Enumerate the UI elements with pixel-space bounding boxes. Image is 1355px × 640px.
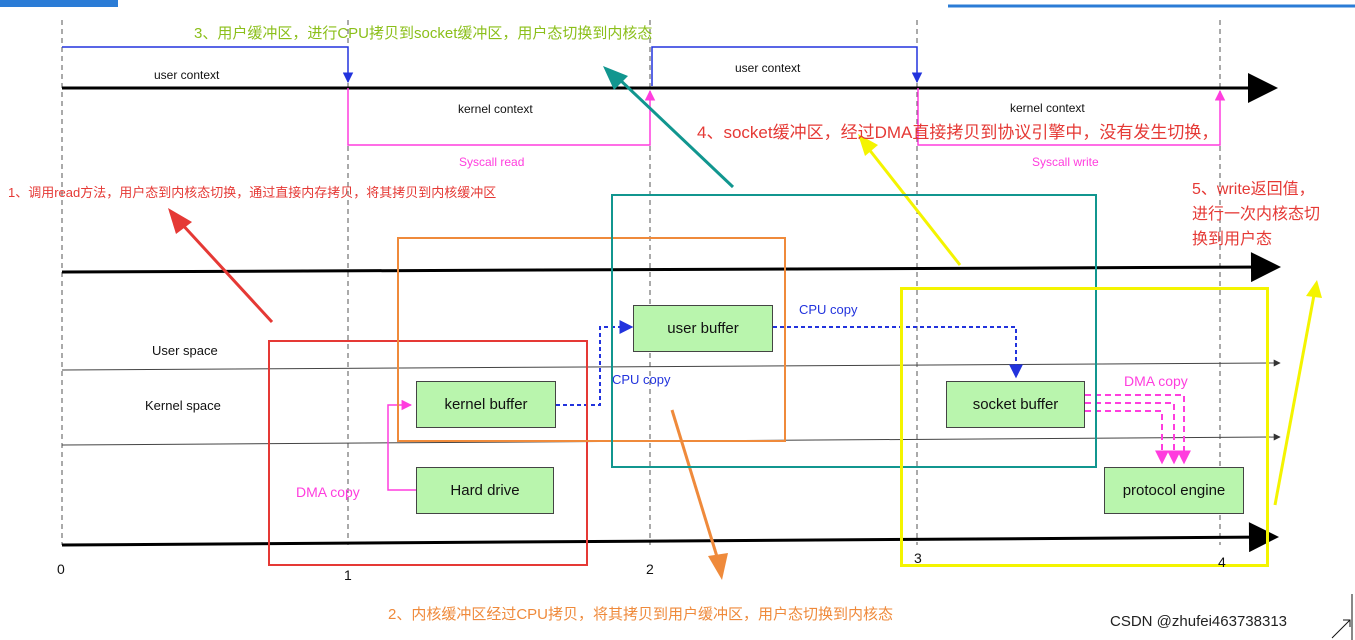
note-step5: 5、write返回值， 进行一次内核态切 换到用户态 xyxy=(1192,177,1320,252)
dma-copy-label-2: DMA copy xyxy=(1124,373,1188,389)
resize-icon xyxy=(1331,594,1353,640)
user-context-label-2: user context xyxy=(735,61,801,75)
cpu-copy-arrow-2 xyxy=(773,326,1023,379)
dma-copy-arrow-2 xyxy=(1085,394,1191,465)
kernel-context-label-2: kernel context xyxy=(1010,101,1085,115)
note-step5-line: 5、write返回值， xyxy=(1192,181,1315,198)
note-step5-line: 换到用户态 xyxy=(1192,231,1273,248)
protocol-engine-label: protocol engine xyxy=(1122,482,1226,499)
tick-label: 3 xyxy=(914,550,922,566)
user-context-label-1: user context xyxy=(154,68,220,82)
yellow-frame xyxy=(900,287,1269,567)
user-context-line-1 xyxy=(62,46,354,84)
note-step2: 2、内核缓冲区经过CPU拷贝，将其拷贝到用户缓冲区，用户态切换到内核态 xyxy=(388,606,894,623)
orange-frame xyxy=(397,237,786,442)
teal-frame xyxy=(611,194,1097,468)
note-step1: 1、调用read方法，用户态到内核态切换，通过直接内存拷贝，将其拷贝到内核缓冲区 xyxy=(8,185,497,200)
hard-drive-box: Hard drive xyxy=(416,467,554,514)
socket-buffer-label: socket buffer xyxy=(972,396,1059,413)
kernel-context-line-2 xyxy=(917,88,1226,146)
syscall-write-label: Syscall write xyxy=(1032,155,1099,169)
red-frame xyxy=(268,340,588,566)
syscall-read-label: Syscall read xyxy=(459,155,525,169)
kernel-buffer-label: kernel buffer xyxy=(444,396,528,413)
socket-buffer-box: socket buffer xyxy=(946,381,1085,428)
csdn-watermark: CSDN @zhufei463738313 xyxy=(1110,613,1288,630)
kernel-buffer-box: kernel buffer xyxy=(416,381,556,428)
note5-arrow xyxy=(1273,280,1322,506)
hard-drive-label: Hard drive xyxy=(450,482,520,499)
kernel-context-line-1 xyxy=(347,88,656,146)
tick-label: 0 xyxy=(57,561,65,577)
user-space-line xyxy=(61,359,1281,371)
tick-label: 4 xyxy=(1218,554,1226,570)
user-buffer-box: user buffer xyxy=(633,305,773,352)
cpu-copy-label-2: CPU copy xyxy=(612,372,671,387)
user-buffer-label: user buffer xyxy=(667,320,739,337)
cpu-copy-label-1: CPU copy xyxy=(799,302,858,317)
protocol-engine-box: protocol engine xyxy=(1104,467,1244,514)
note4-arrow xyxy=(858,134,962,266)
note3-arrow xyxy=(603,66,735,189)
dma-copy-label-1: DMA copy xyxy=(296,484,360,500)
cpu-copy-arrow-1 xyxy=(556,320,634,406)
top-left-bar xyxy=(0,0,118,7)
time-guides xyxy=(61,20,1221,545)
note2-arrow xyxy=(670,409,728,580)
note-step3: 3、用户缓冲区，进行CPU拷贝到socket缓冲区，用户态切换到内核态 xyxy=(194,25,653,42)
note-step5-line: 进行一次内核态切 xyxy=(1192,206,1321,223)
dma-copy-arrow-1 xyxy=(387,399,416,491)
middle-timeline xyxy=(61,252,1281,283)
note1-arrow xyxy=(168,208,274,324)
kernel-space-label: Kernel space xyxy=(145,398,221,413)
user-context-line-2 xyxy=(651,46,923,86)
kernel-context-label-1: kernel context xyxy=(458,102,533,116)
bottom-timeline xyxy=(61,522,1279,553)
tick-label: 2 xyxy=(646,561,654,577)
user-space-label: User space xyxy=(152,343,218,358)
note-step4: 4、socket缓冲区，经过DMA直接拷贝到协议引擎中，没有发生切换， xyxy=(697,123,1219,142)
tick-label: 1 xyxy=(344,567,352,583)
